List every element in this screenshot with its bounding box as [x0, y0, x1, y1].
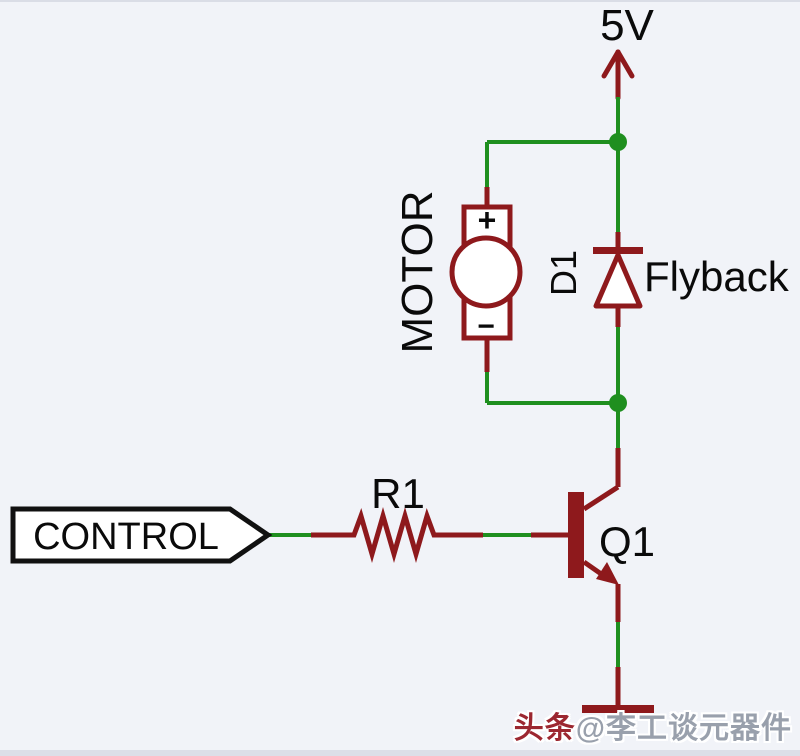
control-flag: CONTROL [10, 506, 273, 564]
emitter-arrow-icon [596, 562, 619, 585]
motor-positive-mark: + [478, 202, 497, 238]
ground-symbol [582, 667, 654, 713]
power-arrow-icon [601, 49, 635, 101]
watermark: 头条@李工谈元器件 [514, 703, 792, 747]
motor-symbol: + − [449, 187, 523, 372]
diode-ref-label: D1 [543, 250, 584, 296]
image-bottom-edge [0, 750, 800, 756]
image-top-edge [0, 0, 800, 2]
transistor-ref-label: Q1 [599, 518, 655, 565]
flyback-diode-symbol [593, 232, 643, 327]
motor-label: MOTOR [393, 191, 442, 354]
diode-name-label: Flyback [644, 253, 790, 300]
resistor-ref-label: R1 [371, 470, 425, 517]
junction-dot-top [609, 133, 627, 151]
transistor-symbol [531, 448, 621, 622]
watermark-handle: @李工谈元器件 [575, 712, 792, 745]
watermark-brand: 头条 [513, 712, 576, 745]
wire-green [268, 97, 620, 668]
junction-dot-bottom [609, 394, 627, 412]
resistor-symbol [311, 507, 483, 563]
supply-voltage-label: 5V [600, 1, 654, 50]
motor-negative-mark: − [477, 310, 495, 343]
control-label: CONTROL [33, 516, 219, 558]
